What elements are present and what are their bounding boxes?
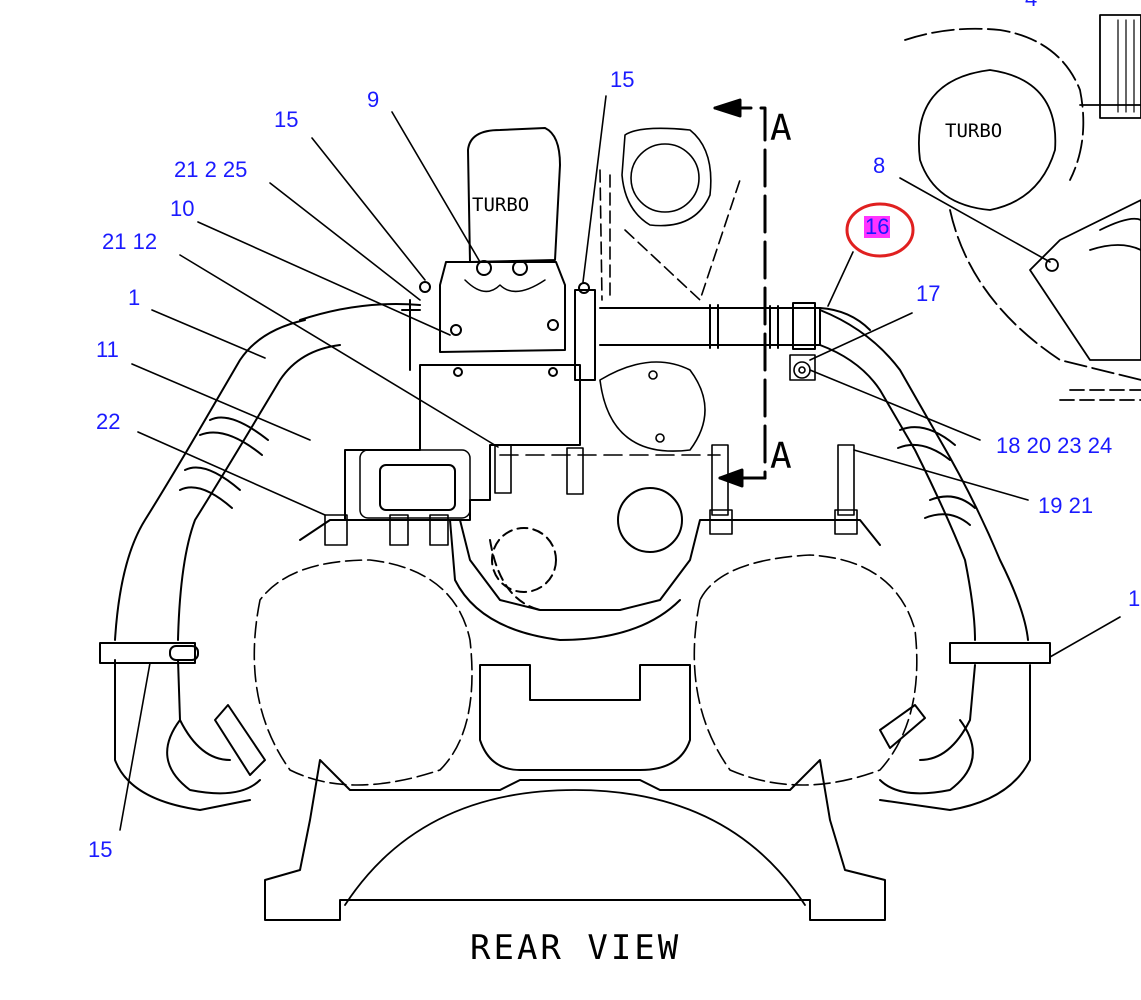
right-air-tube (819, 309, 1051, 811)
fasteners (324, 354, 858, 546)
callout-21-12[interactable]: 21 12 (102, 229, 158, 254)
view-title: REAR VIEW (470, 928, 682, 968)
crossover-tube (299, 282, 871, 381)
callout-17[interactable]: 17 (916, 281, 941, 306)
leader-lines (119, 95, 1121, 831)
callout-8[interactable]: 8 (873, 153, 886, 178)
turbo-label-right: TURBO (945, 120, 1003, 142)
section-marker-top: A (770, 108, 792, 149)
highlight-circle (845, 202, 915, 258)
callout-15-top-center[interactable]: 15 (610, 67, 635, 92)
callout-9[interactable]: 9 (367, 87, 380, 112)
callout-15-top-left[interactable]: 15 (274, 107, 299, 132)
callout-11[interactable]: 11 (96, 337, 119, 362)
callout-1[interactable]: 1 (128, 285, 141, 310)
turbo-housing (344, 127, 581, 521)
callout-19-21[interactable]: 19 21 (1038, 493, 1094, 518)
callout-16[interactable]: 16 (864, 214, 891, 239)
callout-15-bottom[interactable]: 15 (88, 837, 113, 862)
left-air-tube (99, 319, 341, 811)
turbo-label: TURBO (472, 194, 530, 216)
right-turbo-outline (904, 14, 1141, 401)
section-line-a-a (499, 98, 767, 488)
callout-18-20-23-24[interactable]: 18 20 23 24 (996, 433, 1113, 458)
callout-10[interactable]: 10 (170, 196, 195, 221)
section-marker-bottom: A (770, 436, 792, 477)
engine-block (166, 487, 974, 921)
callout-21-2-25[interactable]: 21 2 25 (174, 157, 248, 182)
callout-1-right[interactable]: 1 (1128, 586, 1141, 611)
callout-4[interactable]: 4 (1025, 0, 1037, 10)
turbo-elbow (599, 127, 741, 452)
callout-22[interactable]: 22 (96, 409, 121, 434)
